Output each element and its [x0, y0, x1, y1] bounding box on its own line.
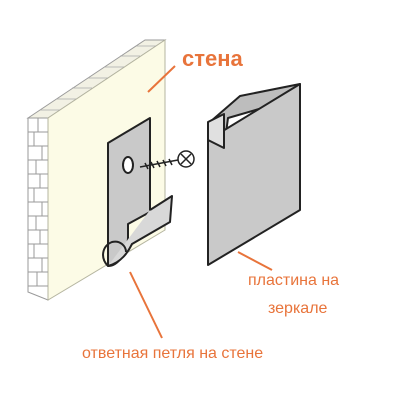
brick-pattern-top	[40, 45, 156, 111]
mirror-plate-label-line1: пластина на	[248, 272, 339, 289]
wall-label: стена	[182, 46, 244, 71]
screw-icon	[139, 150, 195, 170]
brick-pattern	[28, 118, 48, 287]
wall-loop-curl	[102, 240, 127, 267]
wall-loop-label: ответная петля на стене	[82, 345, 263, 362]
leader-wall	[147, 65, 176, 93]
mirror-plate	[207, 83, 301, 266]
leader-wall-loop	[129, 271, 163, 339]
mirror-plate-label-line2: зеркале	[268, 300, 328, 317]
mirror-plate-body	[207, 83, 301, 266]
wall-loop-plate	[102, 117, 173, 267]
wall-brick-face	[27, 117, 49, 301]
wall-loop-hook	[107, 195, 173, 267]
leader-lines	[129, 65, 273, 339]
leader-mirror-plate	[237, 251, 273, 271]
screw-hole	[122, 156, 134, 174]
mirror-plate-fold	[207, 113, 225, 149]
